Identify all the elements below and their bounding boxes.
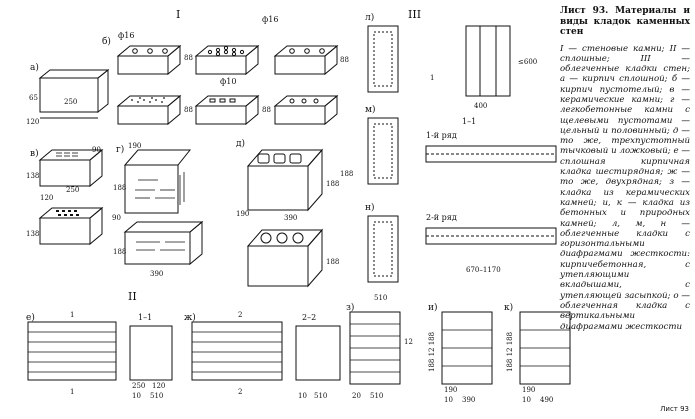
phi-16-b: ф16 [262,15,278,24]
figure-a-solid-brick: а) 250 120 65 [26,62,110,126]
dim-190-a: 190 [128,142,141,150]
dim-188-s: 188 [340,170,353,178]
cut-2-bottom: 2 [238,388,242,396]
dim-88-c: 88 [184,106,193,114]
figure-g-slotted-concrete-stones: г) 190 188 90 188 390 [112,142,204,278]
dim-k-vertical: 188 12 188 [506,332,514,372]
section-1-1-right: 1–1 [462,117,476,126]
dim-i-190: 190 [444,386,457,394]
figure-caption: Лист 93. Материалы и виды кладок каменны… [560,6,690,332]
dim-65: 65 [29,94,38,102]
dim-670-1170: 670–1170 [466,266,501,274]
cut-1-bottom: 1 [70,388,74,396]
label-m: м) [365,104,376,115]
cut-2-top: 2 [238,311,242,319]
page-footer: Лист 93 [660,405,689,413]
dim-z-510: 510 [370,392,383,400]
dim-k-190: 190 [522,386,535,394]
group-label-2: II [128,290,137,303]
section-2-2: 2–2 [302,313,316,322]
dim-k-10: 10 [522,396,531,404]
dim-188-r: 188 [326,258,339,266]
dim-z-12: 12 [404,338,413,346]
label-k: к) [504,302,513,313]
dim-390-a: 390 [284,214,297,222]
figure-l-m-n-wall-sections: л) м) н) 510 [365,12,399,302]
dim-400: 400 [474,102,487,110]
dim-88-a: 88 [184,54,193,62]
cut-1-top: 1 [70,311,74,319]
group-label-1: I [176,8,180,21]
label-e: е) [26,312,35,323]
phi-16-a: ф16 [118,31,134,40]
row-2: 2-й ряд [426,213,457,222]
dim-138-a: 138 [26,172,39,180]
group-label-3: III [408,8,421,21]
figure-z-ceramic-masonry: з) 12 20 510 [346,302,413,400]
dim-90-b: 90 [112,214,121,222]
dim-z-20: 20 [352,392,361,400]
dim-90: 90 [92,146,101,154]
figure-zh-two-row-wall: ж) 2 2–2 10 510 [184,311,341,400]
dim-188-c: 188 [113,248,126,256]
dim-i-390: 390 [462,396,475,404]
label-b: б) [102,36,111,47]
figure-d-three-void-stones: д) 188 190 390 188 [236,138,339,288]
dim-190-b: 190 [236,210,249,218]
dim-zh-510: 510 [314,392,327,400]
row-1: 1-й ряд [426,131,457,140]
label-zh: ж) [184,312,196,323]
cut-1-right: 1 [430,74,434,82]
figure-k-natural-stone-masonry: к) 188 12 188 190 10 490 [504,302,571,404]
dim-390-b: 390 [150,270,163,278]
dim-250: 250 [64,98,77,106]
dim-88-b: 88 [340,56,349,64]
label-i: и) [428,302,438,313]
dim-188-b: 188 [326,180,339,188]
caption-title: Лист 93. Материалы и виды кладок каменны… [560,6,690,37]
label-a: а) [30,62,39,73]
figure-v-ceramic-stones: в) 138 250 120 90 138 [26,146,104,246]
dim-600: ≤600 [518,58,537,66]
dim-88-d: 88 [262,106,271,114]
label-z: з) [346,302,354,313]
section-1-1: 1–1 [138,313,152,322]
label-v: в) [30,148,39,159]
dim-138-b: 138 [26,230,39,238]
dim-120: 120 [26,118,39,126]
label-d: д) [236,138,245,149]
label-n: н) [365,202,375,213]
figure-o-vertical-diaphragm-wall: 400 ≤600 1–1 1-й ряд 2-й ряд 670–1170 [425,25,557,274]
dim-i-10: 10 [444,396,453,404]
dim-510: 510 [374,294,387,302]
dim-e-250: 250 [132,382,145,390]
dim-250-b: 250 [66,186,79,194]
label-l: л) [365,12,374,23]
figure-e-six-row-wall: е) 1 1–1 250 120 10 510 [26,311,173,400]
dim-k-490: 490 [540,396,553,404]
dim-e-510: 510 [150,392,163,400]
dim-e-120: 120 [152,382,165,390]
dim-120-b: 120 [40,194,53,202]
figure-i-concrete-masonry: и) 188 12 188 190 10 390 [428,302,493,404]
figure-b-hollow-bricks: б) ф16 88 ф16 88 ф10 88 88 [102,15,349,126]
label-g: г) [116,144,124,155]
caption-body: I — стеновые камни; II — сплошные; III —… [560,43,690,332]
dim-i-vertical: 188 12 188 [428,332,436,372]
dim-188-a: 188 [113,184,126,192]
dim-zh-10: 10 [298,392,307,400]
phi-10: ф10 [220,77,236,86]
dim-e-10: 10 [132,392,141,400]
